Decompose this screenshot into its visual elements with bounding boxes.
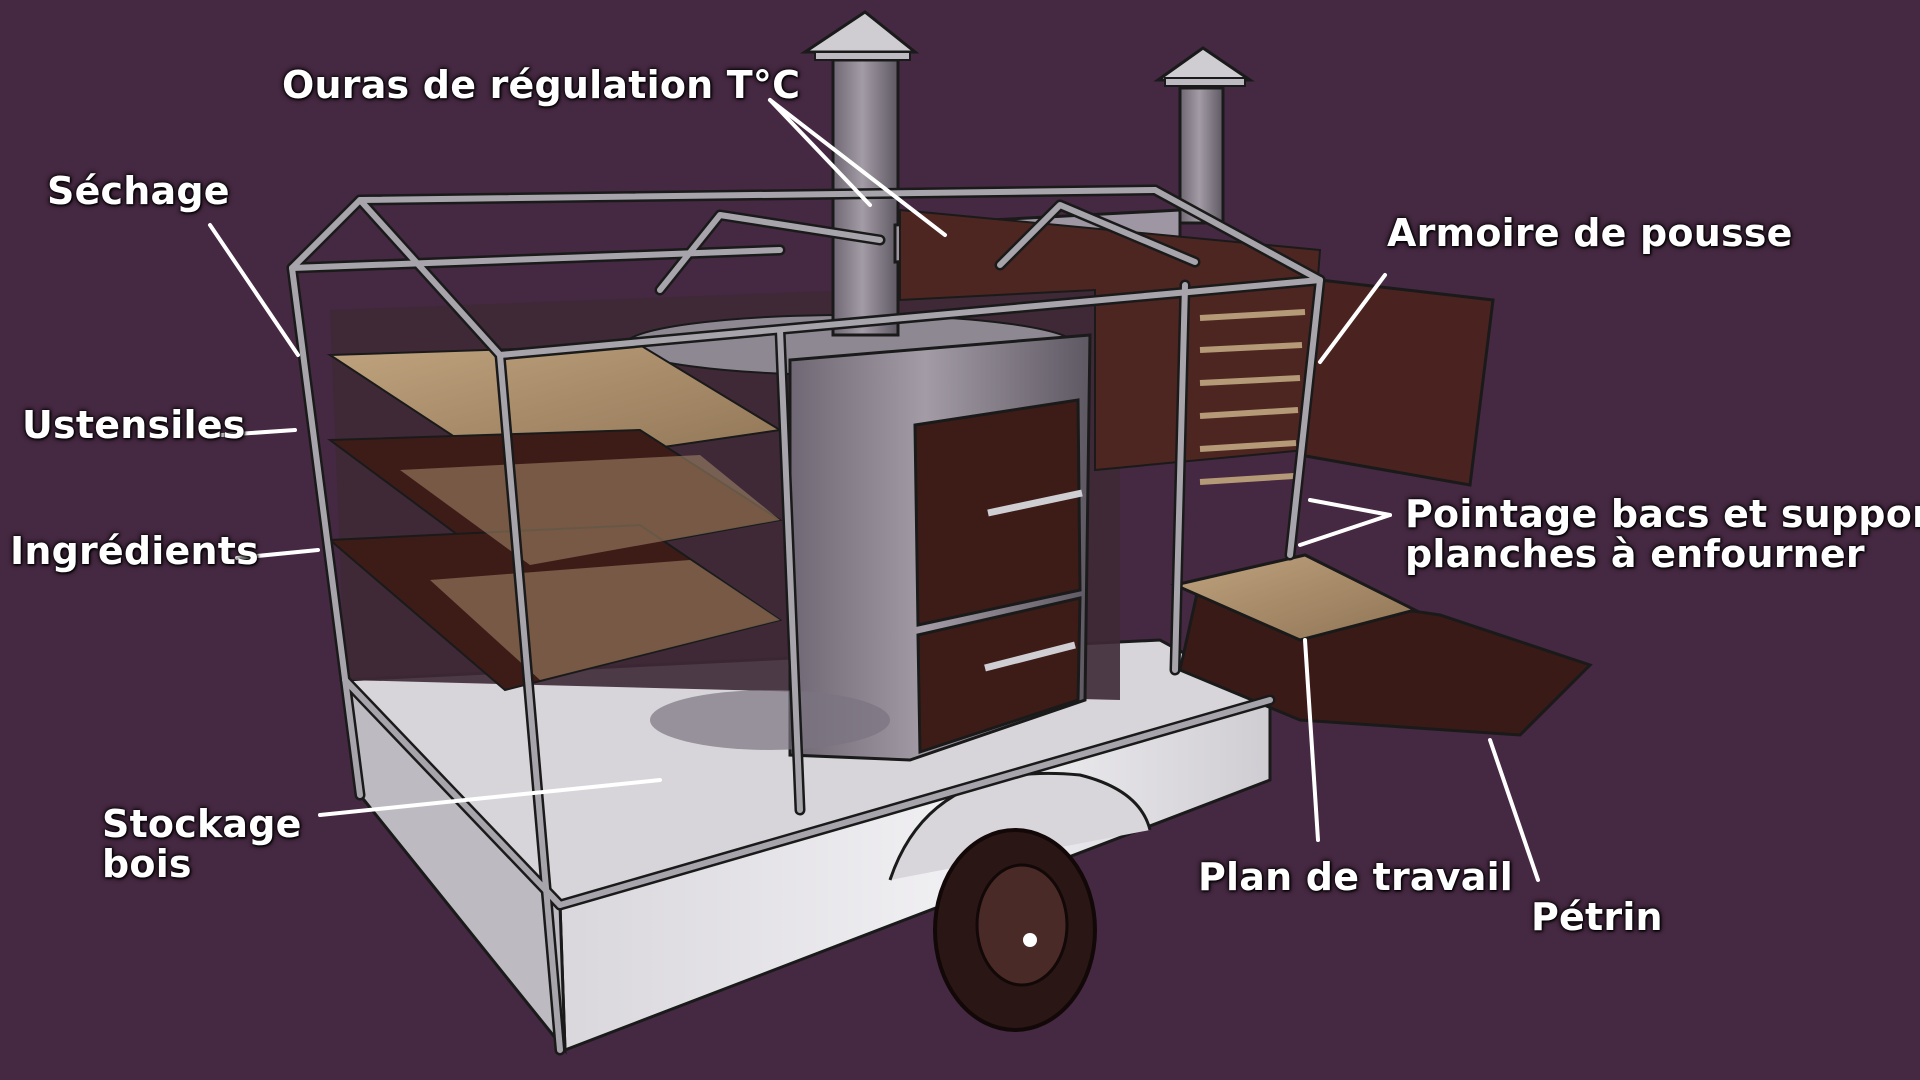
label-ingredients: Ingrédients: [10, 529, 259, 573]
leader-stockage: [318, 778, 662, 817]
leader-ouras-2: [768, 98, 947, 237]
label-stockage-bois: Stockage bois: [102, 802, 302, 886]
label-petrin: Pétrin: [1531, 895, 1663, 939]
label-stockage-line1: Stockage: [102, 802, 302, 846]
leader-pointage-1: [1308, 498, 1392, 517]
leader-armoire: [1318, 273, 1387, 364]
label-ustensiles: Ustensiles: [22, 403, 246, 447]
label-stockage-line2: bois: [102, 841, 192, 886]
leader-ingredients: [235, 548, 320, 560]
leader-plan: [1303, 638, 1320, 842]
leader-ouras-1: [768, 98, 872, 207]
leader-petrin: [1488, 738, 1540, 882]
shelves: [326, 343, 783, 692]
leader-ustensiles: [220, 428, 297, 437]
label-ouras: Ouras de régulation T°C: [282, 63, 801, 107]
label-armoire-de-pousse: Armoire de pousse: [1387, 211, 1793, 255]
label-plan-de-travail: Plan de travail: [1198, 855, 1514, 899]
label-sechage: Séchage: [47, 169, 230, 213]
label-pointage-line1: Pointage bacs et supports: [1405, 492, 1920, 536]
leader-lines: [208, 98, 1540, 882]
label-pointage: Pointage bacs et supports planches à enf…: [1405, 492, 1920, 576]
metal-frame: [286, 184, 1326, 1056]
oven: [624, 314, 1092, 762]
label-pointage-line2: planches à enfourner: [1405, 531, 1865, 576]
proofing-cabinet: [899, 208, 1495, 487]
wheel: [888, 771, 1152, 1032]
work-surface: [1170, 553, 1420, 642]
leader-pointage-2: [1298, 513, 1392, 547]
leader-sechage: [208, 223, 300, 357]
